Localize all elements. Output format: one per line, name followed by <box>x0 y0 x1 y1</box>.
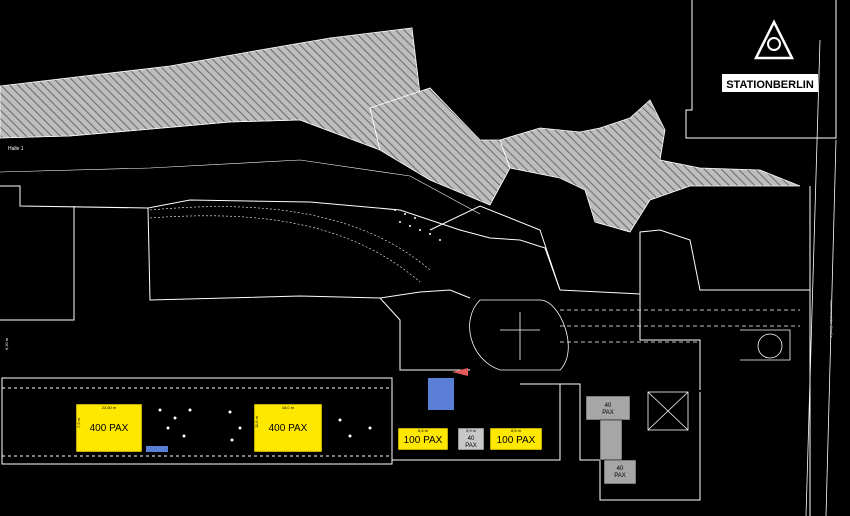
room-e-label: 100 PAX <box>497 435 536 446</box>
room-b-dim-top: 18,0 m <box>282 405 295 410</box>
room-d-area[interactable] <box>457 427 485 451</box>
blue-marker <box>146 446 168 452</box>
hall-seating-marks <box>158 408 372 442</box>
room-b-dim-side: 11,6 m <box>254 415 259 428</box>
entrance-structures <box>469 299 791 371</box>
logo-frame: STATIONBERLIN <box>685 0 837 139</box>
room-b[interactable]: 18,0 m 11,6 m 400 PAX <box>253 403 323 453</box>
bottom-hall-outline <box>1 377 701 501</box>
blue-room[interactable] <box>428 378 454 410</box>
main-building-outline <box>0 185 811 516</box>
room-f-corridor <box>599 419 623 461</box>
room-e-dim-top: 8,6 m <box>511 428 522 433</box>
rail-curves <box>149 206 431 283</box>
room-g-label-2: PAX <box>614 473 626 479</box>
room-f-area[interactable] <box>585 395 631 421</box>
logo-triangle-icon <box>753 19 795 60</box>
room-e[interactable]: 8,6 m 100 PAX <box>489 427 543 451</box>
room-c-area[interactable] <box>397 427 449 451</box>
left-dimension-label: 6,20 m <box>4 337 9 350</box>
room-a[interactable]: 23,60 m 7,9 m 400 PAX <box>75 403 143 453</box>
room-f[interactable]: 40 PAX <box>585 395 631 461</box>
room-d-dim-top: 3,9 m <box>466 428 477 433</box>
entrance-arrow-icon <box>452 368 468 376</box>
hall-label-left: Halle 1 <box>8 146 24 152</box>
room-a-area[interactable] <box>75 403 143 453</box>
room-e-area[interactable] <box>489 427 543 451</box>
room-d-label-1: 40 <box>468 436 475 442</box>
room-b-label: 400 PAX <box>269 423 308 434</box>
room-a-dim-top: 23,60 m <box>102 405 117 410</box>
room-f-label-1: 40 <box>605 403 612 409</box>
room-g-label-1: 40 <box>617 466 624 472</box>
logo-eye-icon <box>767 37 781 51</box>
room-g[interactable]: 40 PAX <box>603 459 637 485</box>
room-c-dim-top: 8,6 m <box>418 428 429 433</box>
room-c-label: 100 PAX <box>404 435 443 446</box>
seating-dots <box>394 209 441 241</box>
stair-symbol <box>647 391 689 431</box>
logo-text: STATIONBERLIN <box>726 79 814 91</box>
room-a-label: 400 PAX <box>90 423 129 434</box>
room-a-dim-side: 7,9 m <box>76 417 81 428</box>
railway-tracks <box>0 119 481 215</box>
corridor-lines <box>560 309 800 343</box>
room-c[interactable]: 8,6 m 100 PAX <box>397 427 449 451</box>
street-right <box>805 39 837 516</box>
room-f-label-2: PAX <box>602 410 614 416</box>
room-d[interactable]: 3,9 m 40 PAX <box>457 427 485 451</box>
room-d-label-2: PAX <box>465 443 477 449</box>
room-b-area[interactable] <box>253 403 323 453</box>
street-label-right: Luckenwalder Straße <box>829 300 834 339</box>
room-g-area[interactable] <box>603 459 637 485</box>
logo-text-background <box>722 74 818 92</box>
